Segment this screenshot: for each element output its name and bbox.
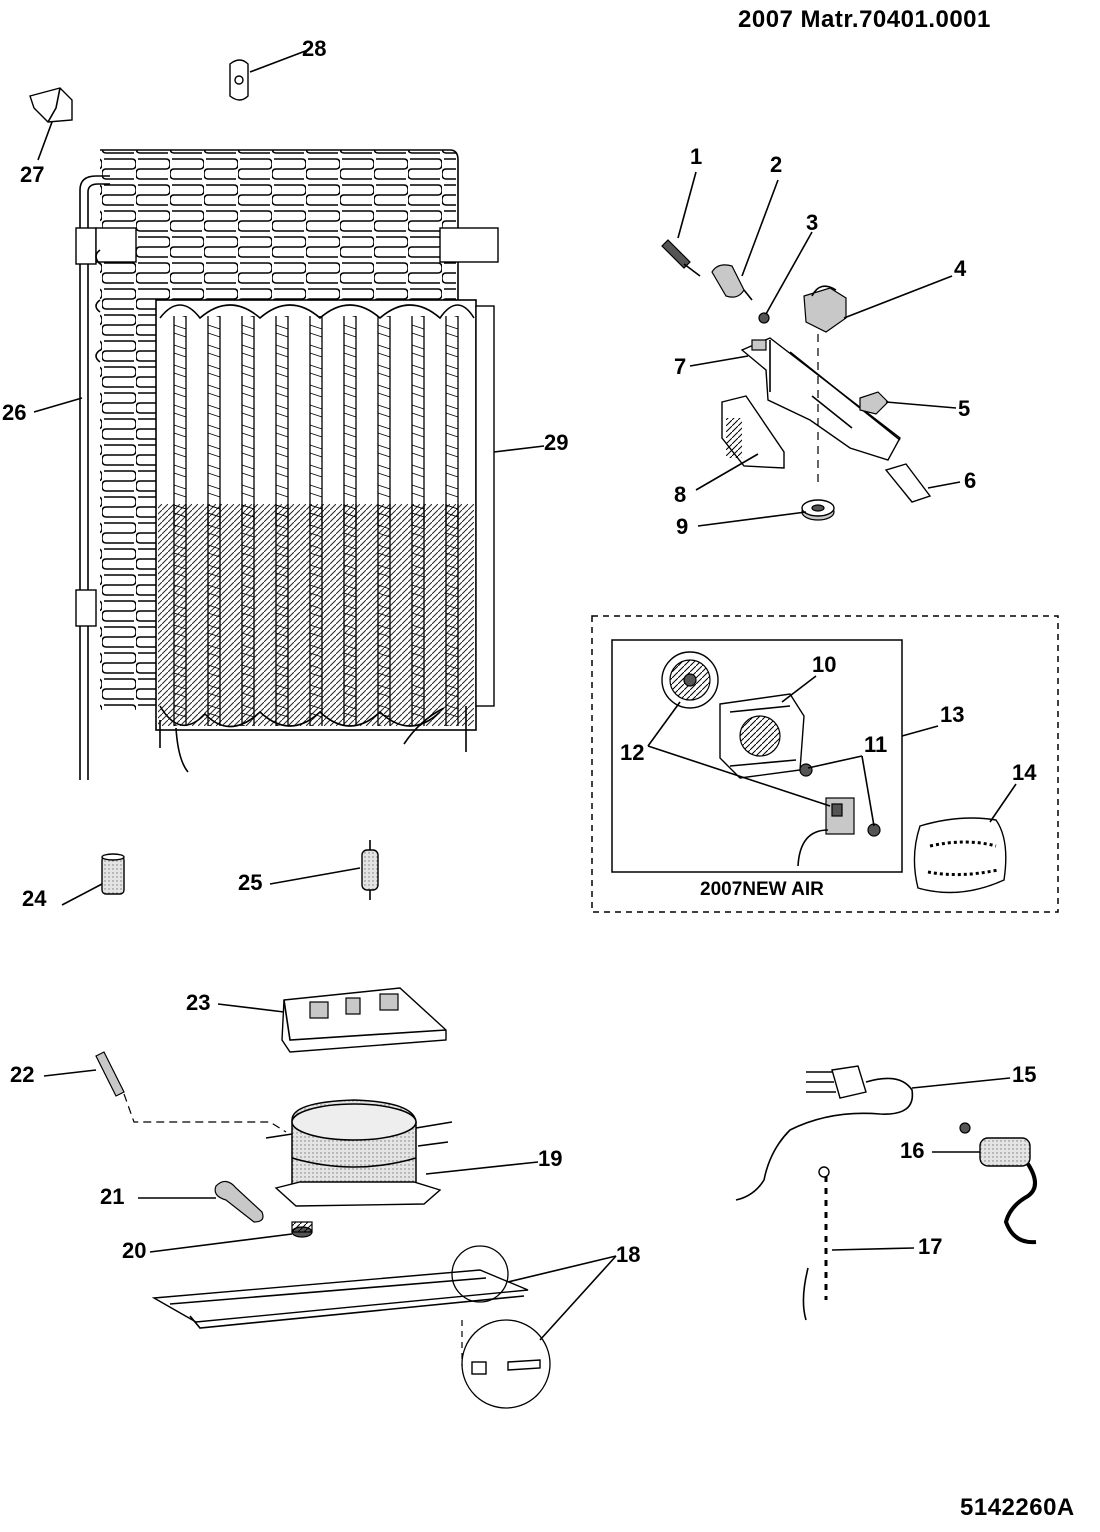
callout-8: 8 bbox=[674, 482, 687, 507]
grommet-20 bbox=[291, 1221, 313, 1238]
callout-7: 7 bbox=[674, 354, 687, 379]
callout-4: 4 bbox=[954, 256, 967, 281]
compressor-19 bbox=[265, 1099, 453, 1207]
callout-23: 23 bbox=[186, 990, 211, 1015]
callout-1: 1 bbox=[690, 144, 703, 169]
capacitor-16 bbox=[959, 1122, 1037, 1245]
condenser-front-29 bbox=[155, 299, 495, 773]
callout-18: 18 bbox=[616, 1242, 641, 1267]
callout-19: 19 bbox=[538, 1146, 563, 1171]
callout-21: 21 bbox=[100, 1184, 125, 1209]
wire-harness-17 bbox=[802, 1166, 830, 1321]
thermostat-bracket-assembly bbox=[661, 239, 932, 521]
clip-21 bbox=[214, 1180, 264, 1223]
callout-27: 27 bbox=[20, 162, 45, 187]
leader-lines bbox=[33, 49, 1017, 1341]
callout-13: 13 bbox=[940, 702, 965, 727]
power-cord-15 bbox=[735, 1065, 914, 1201]
callout-6: 6 bbox=[964, 468, 977, 493]
callout-24: 24 bbox=[22, 886, 47, 911]
new-air-kit-box bbox=[591, 615, 1059, 913]
clip-27 bbox=[29, 87, 73, 123]
base-plate-18 bbox=[151, 1245, 551, 1409]
callout-22: 22 bbox=[10, 1062, 35, 1087]
callout-28: 28 bbox=[302, 36, 327, 61]
kit-caption: 2007NEW AIR bbox=[700, 879, 824, 900]
callout-15: 15 bbox=[1012, 1062, 1037, 1087]
side-tube-26 bbox=[75, 175, 110, 780]
part-number: 5142260A bbox=[960, 1494, 1075, 1521]
callout-26: 26 bbox=[2, 400, 27, 425]
cylinder-24 bbox=[101, 853, 125, 895]
clip-28 bbox=[229, 59, 249, 101]
callout-20: 20 bbox=[122, 1238, 147, 1263]
callout-3: 3 bbox=[806, 210, 819, 235]
callout-5: 5 bbox=[958, 396, 971, 421]
callout-16: 16 bbox=[900, 1138, 925, 1163]
callout-14: 14 bbox=[1012, 760, 1037, 785]
callout-9: 9 bbox=[676, 514, 689, 539]
callout-11: 11 bbox=[864, 732, 888, 757]
callout-17: 17 bbox=[918, 1234, 943, 1259]
callout-10: 10 bbox=[812, 652, 837, 677]
drawing-code: 2007 Matr.70401.0001 bbox=[738, 6, 991, 33]
drip-tray-23 bbox=[281, 987, 447, 1053]
rod-22 bbox=[95, 1051, 287, 1133]
callout-25: 25 bbox=[238, 870, 263, 895]
callout-12: 12 bbox=[620, 740, 645, 765]
callout-2: 2 bbox=[770, 152, 783, 177]
dehydrator-filter-25 bbox=[361, 840, 379, 900]
callout-29: 29 bbox=[544, 430, 569, 455]
